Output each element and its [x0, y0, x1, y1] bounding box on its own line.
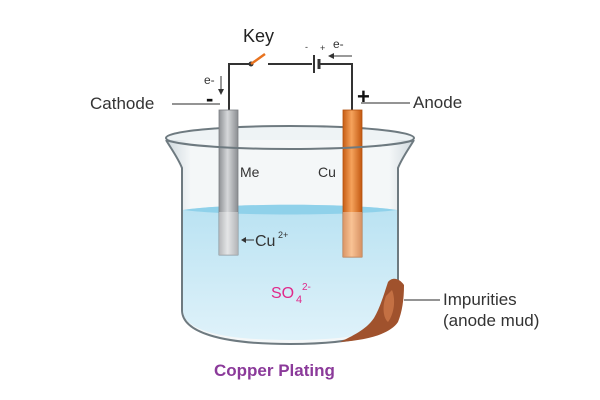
- battery-symbol: - +: [305, 42, 325, 73]
- wire-left: [228, 63, 251, 110]
- battery-plus: +: [320, 43, 325, 53]
- electron-arrowhead-right: [328, 53, 334, 59]
- electron-flow: e- e-: [204, 37, 352, 95]
- battery-minus: -: [305, 42, 308, 52]
- anode-mud-shade: [383, 290, 395, 322]
- beaker-rim-front: [165, 139, 415, 150]
- cathode-label: Cathode: [90, 94, 154, 113]
- sulfate-symbol: SO: [271, 285, 294, 302]
- anode-mud-label: (anode mud): [443, 311, 539, 330]
- key-lever: [250, 52, 266, 66]
- copper-ion-arrowhead: [241, 237, 246, 243]
- anode-sign: +: [357, 84, 370, 109]
- copper-ion-charge: 2+: [278, 230, 288, 240]
- sulfate-subscript: 4: [296, 294, 302, 306]
- cathode-rod: [218, 109, 239, 256]
- wire-anode: [320, 63, 353, 110]
- diagram-caption: Copper Plating: [214, 361, 335, 380]
- sulfate-ion: SO 4 2-: [271, 282, 311, 306]
- sulfate-charge: 2-: [302, 282, 311, 293]
- anode-submerged: [343, 212, 362, 257]
- anode-label: Anode: [413, 93, 462, 112]
- cathode-submerged: [219, 212, 238, 255]
- electron-label-left: e-: [204, 73, 215, 87]
- copper-ion-symbol: Cu: [255, 233, 275, 250]
- cathode-sign: -: [206, 86, 213, 111]
- copper-ion: Cu 2+: [241, 230, 288, 250]
- electrolyte-solution: [183, 204, 397, 340]
- electron-label-right: e-: [333, 37, 344, 51]
- impurities-label: Impurities: [443, 290, 517, 309]
- circuit-wires: [228, 63, 353, 110]
- key-switch: Key: [243, 26, 274, 67]
- cathode-metal-label: Me: [240, 164, 260, 180]
- key-label: Key: [243, 26, 274, 46]
- electron-arrowhead-left: [218, 89, 224, 95]
- cathode-electrode: [218, 109, 239, 256]
- anode-electrode: [342, 109, 363, 258]
- anode-metal-label: Cu: [318, 164, 336, 180]
